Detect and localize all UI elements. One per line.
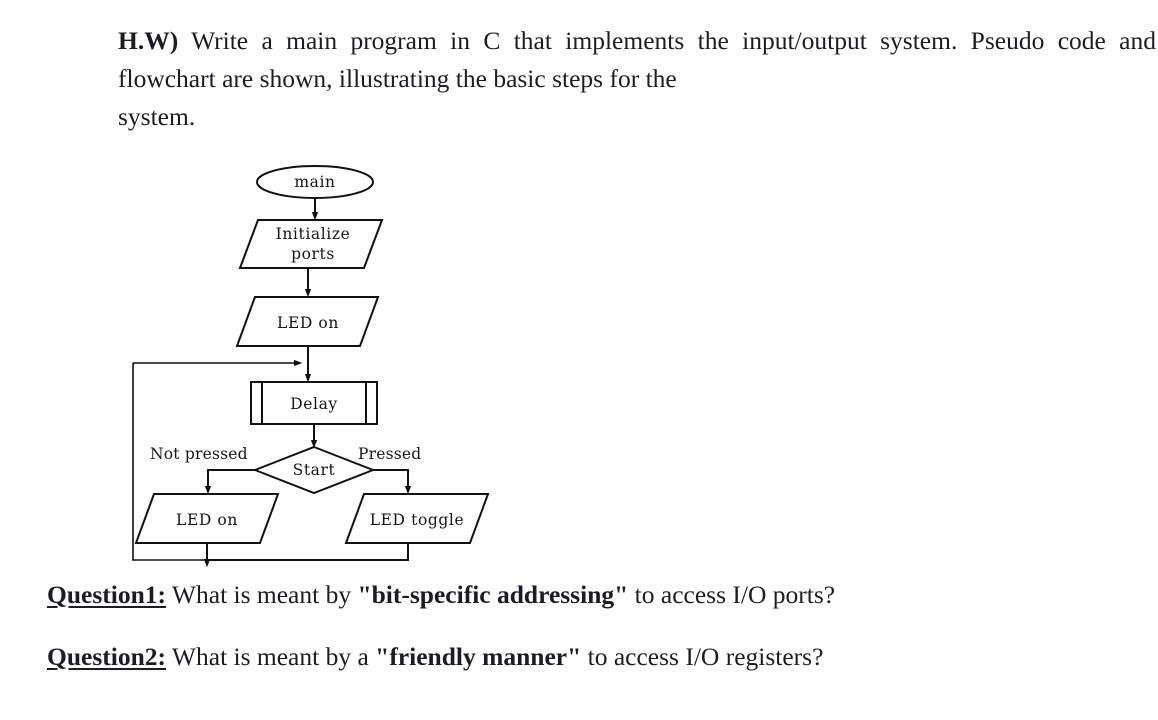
flow-branch-right-path <box>373 469 412 495</box>
homework-label: H.W) <box>118 26 179 55</box>
flowchart-io-led-toggle-right-label: LED toggle <box>370 511 465 529</box>
flow-branch-left-path <box>204 469 255 495</box>
flow-merge-right-to-bus <box>207 543 409 561</box>
question-2-quoted-term: "friendly manner" <box>375 642 582 671</box>
intro-last-line: system. <box>118 102 196 131</box>
flowchart-terminator-main-label: main <box>294 173 335 191</box>
intro-paragraph: H.W) Write a main program in C that impl… <box>118 22 1156 136</box>
flowchart-io-initialize-ports-label-line2: ports <box>291 245 335 263</box>
question-2-text-after: to access I/O registers? <box>581 642 824 671</box>
question-2-text-before: What is meant by a <box>166 642 376 671</box>
flowchart-io-initialize-ports-label-line1: Initialize <box>276 225 351 243</box>
flowchart-branch-label-pressed: Pressed <box>358 445 421 463</box>
flowchart-svg: main Initialize ports LED on Delay Start… <box>132 165 490 568</box>
flowchart-decision-start-label: Start <box>293 461 336 479</box>
question-2-label: Question2: <box>47 642 167 671</box>
flowchart-decision-start <box>252 445 376 495</box>
question-1-text-after: to access I/O ports? <box>628 580 836 609</box>
question-1: Question1: What is meant by "bit-specifi… <box>47 578 835 612</box>
intro-body-text: Write a main program in C that implement… <box>118 26 1156 93</box>
flowchart-io-led-on-top <box>235 296 380 347</box>
flowchart-io-led-on-top-label: LED on <box>277 314 339 332</box>
flowchart-io-led-on-left-label: LED on <box>176 511 238 529</box>
question-2: Question2: What is meant by a "friendly … <box>47 640 823 674</box>
question-1-quoted-term: "bit-specific addressing" <box>357 580 629 609</box>
question-1-label: Question1: <box>47 580 167 609</box>
flowchart-branch-label-not-pressed: Not pressed <box>150 445 248 463</box>
question-1-text-before: What is meant by <box>166 580 358 609</box>
flow-loopback-left-rail <box>132 363 207 561</box>
flowchart-io-initialize-ports <box>238 219 384 269</box>
flowchart-io-led-on-left <box>134 493 280 544</box>
flowchart-diagram: main Initialize ports LED on Delay Start… <box>110 150 550 570</box>
flowchart-io-led-toggle-right <box>344 493 490 544</box>
flowchart-predefined-process-delay-label: Delay <box>290 395 338 413</box>
